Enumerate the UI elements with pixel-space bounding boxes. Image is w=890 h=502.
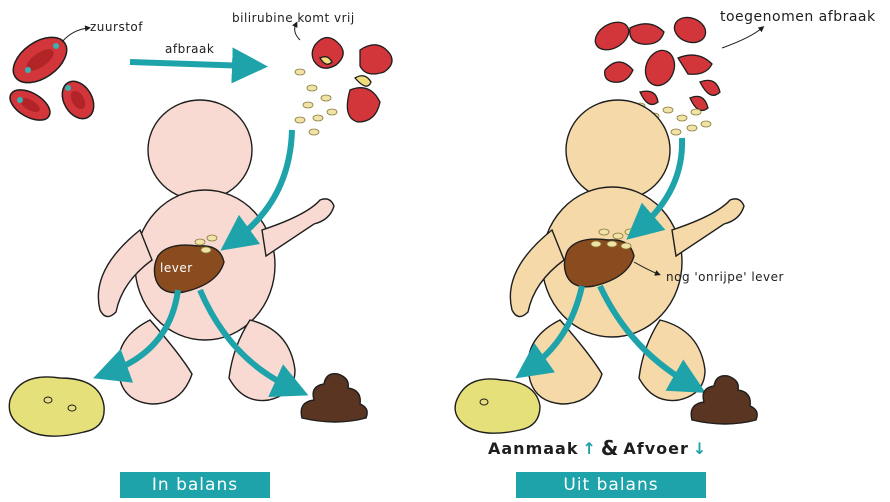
urine-left (9, 377, 104, 436)
caption-in-balance: In balans (120, 472, 270, 498)
label-bilirubin-released: bilirubine komt vrij (232, 11, 355, 25)
ampersand: & (601, 436, 619, 460)
urine-right (455, 379, 540, 433)
label-immature-liver: nog 'onrijpe' lever (666, 270, 784, 284)
production-label: Aanmaak (488, 439, 578, 458)
breakdown-arrow (130, 62, 250, 66)
broken-cells-left (312, 38, 392, 123)
label-increased-breakdown: toegenomen afbraak (720, 9, 876, 25)
red-blood-cells-left (5, 28, 100, 126)
production-excretion-line: Aanmaak ↑ & Afvoer ↓ (488, 436, 707, 460)
down-arrow-icon: ↓ (693, 439, 707, 458)
right-panel (455, 13, 762, 433)
caption-out-of-balance: Uit balans (516, 472, 706, 498)
broken-cells-right (590, 13, 720, 110)
bilirubin-particles-left (295, 69, 337, 135)
label-liver: lever (160, 261, 193, 275)
left-panel (5, 24, 392, 436)
up-arrow-icon: ↑ (582, 439, 596, 458)
label-oxygen: zuurstof (90, 20, 143, 34)
stool-left (301, 374, 367, 422)
excretion-label: Afvoer (623, 439, 689, 458)
label-breakdown: afbraak (165, 42, 214, 56)
